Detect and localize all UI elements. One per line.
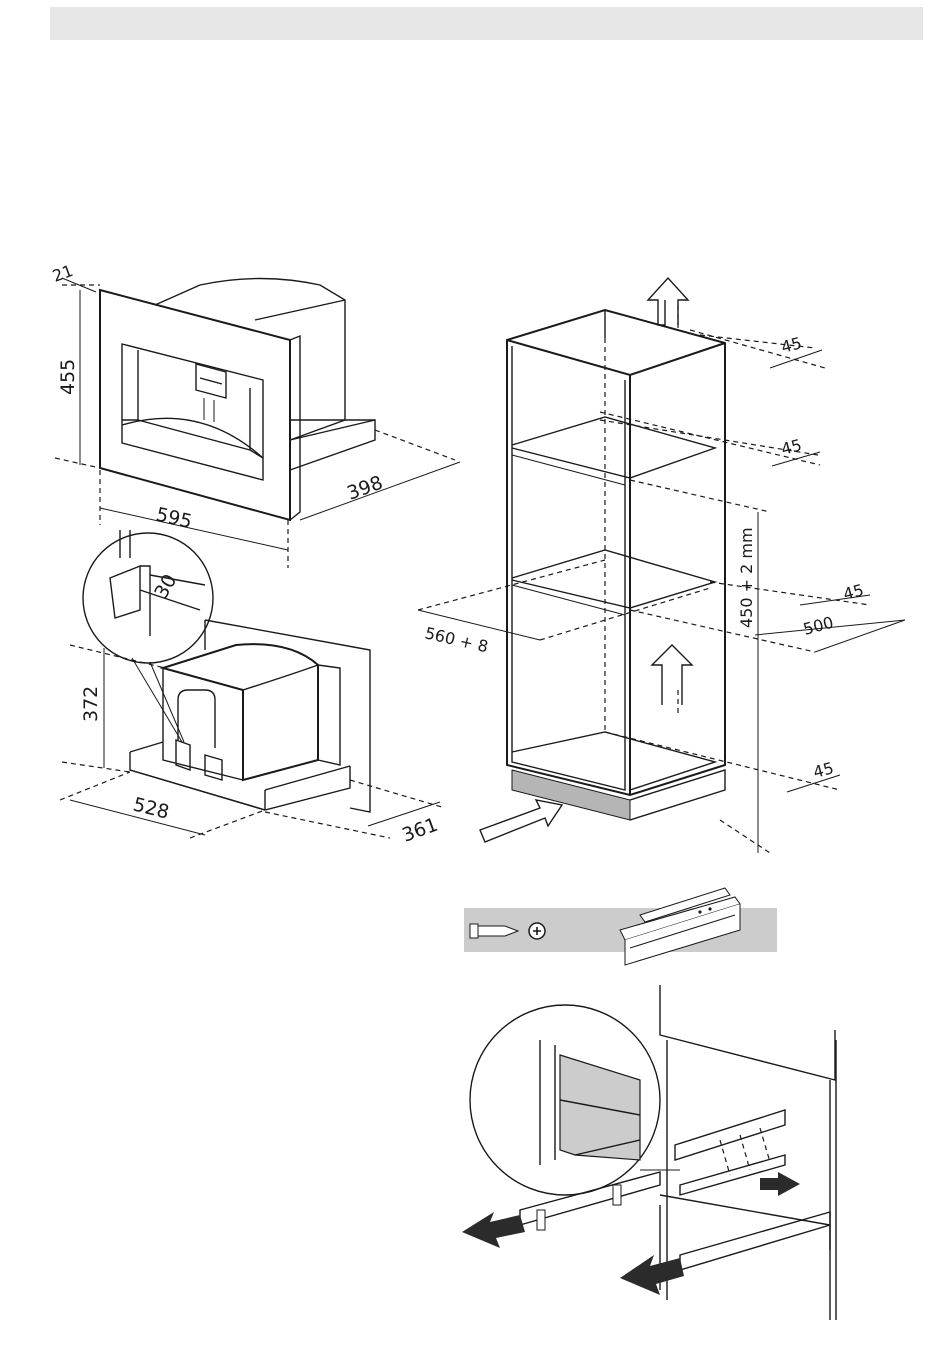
rail-installation-figure	[462, 985, 836, 1320]
appliance-rear-figure: 30 372 528 361	[60, 530, 445, 847]
dim-appliance-width: 595	[154, 503, 194, 533]
ventilation-arrow-icon	[652, 645, 692, 705]
cabinet-niche-figure: 45 45 450 + 2 mm 45 500 560 + 8 45	[418, 278, 905, 853]
dim-appliance-height: 455	[57, 359, 79, 395]
ventilation-arrow-icon	[648, 278, 688, 325]
appliance-front-figure: 21 455 595 398	[50, 261, 460, 568]
ventilation-arrow-icon	[480, 800, 562, 842]
dim-niche-depth: 500	[801, 613, 835, 639]
dim-appliance-depth: 398	[344, 472, 386, 505]
dim-niche-rear: 45	[841, 580, 866, 604]
dim-shelf-top: 45	[779, 333, 804, 357]
slide-direction-arrow-icon	[620, 1255, 684, 1295]
dim-body-height: 372	[80, 686, 102, 722]
dim-body-width: 528	[131, 794, 172, 824]
dim-niche-height: 450 + 2 mm	[737, 527, 756, 628]
slide-direction-arrow-icon	[760, 1172, 800, 1196]
mounting-rail-icon	[620, 888, 740, 965]
dim-plinth-rear: 45	[811, 758, 836, 782]
slide-direction-arrow-icon	[462, 1212, 525, 1248]
phillips-head-icon	[529, 923, 545, 939]
parts-strip	[464, 888, 777, 965]
dim-body-depth: 361	[399, 814, 441, 847]
dim-shelf-upper: 45	[779, 435, 804, 459]
dim-niche-width: 560 + 8	[423, 623, 490, 656]
